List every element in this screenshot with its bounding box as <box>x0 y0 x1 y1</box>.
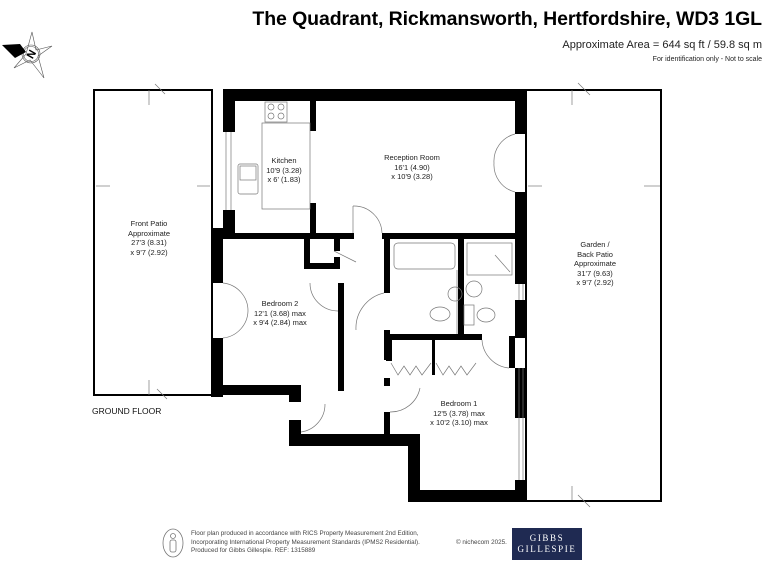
north-compass-icon: N <box>2 31 53 79</box>
room-dim-width: x 10'9 (3.28) <box>391 172 433 181</box>
room-dim-width: x 9'7 (2.92) <box>130 247 168 257</box>
brand-line-2: GILLESPIE <box>517 544 577 554</box>
measurement-person-icon <box>162 528 184 558</box>
room-note: Approximate <box>127 228 171 238</box>
room-label-bedroom-2: Bedroom 2 12'1 (3.68) max x 9'4 (2.84) m… <box>253 299 307 328</box>
room-dim-width: x 9'4 (2.84) max <box>253 318 307 327</box>
footer-line: Floor plan produced in accordance with R… <box>191 530 419 537</box>
room-dim-length: 27'3 (8.31) <box>131 238 167 247</box>
room-dim-length: 12'1 (3.68) max <box>254 308 306 318</box>
room-dim-length: 31'7 (9.63) <box>577 268 613 278</box>
room-label-reception: Reception Room 16'1 (4.90) x 10'9 (3.28) <box>384 153 440 182</box>
room-name: Garden / <box>580 240 610 249</box>
scale-disclaimer: For identification only - Not to scale <box>652 56 762 63</box>
gibbs-gillespie-logo: GIBBS GILLESPIE <box>512 528 582 560</box>
room-label-kitchen: Kitchen 10'9 (3.28) x 6' (1.83) <box>266 156 302 185</box>
room-name-2: Back Patio <box>577 249 613 259</box>
walls <box>211 89 527 502</box>
room-dim-width: x 9'7 (2.92) <box>576 278 614 287</box>
room-name: Bedroom 2 <box>261 299 299 308</box>
footer-legal-text: Floor plan produced in accordance with R… <box>191 530 420 556</box>
room-dim-width: x 10'2 (3.10) max <box>430 418 488 427</box>
room-name: Reception Room <box>384 153 440 162</box>
room-dim-length: 10'9 (3.28) <box>266 165 302 175</box>
copyright-text: © nichecom 2025. <box>456 539 507 546</box>
room-name: Front Patio <box>130 219 168 228</box>
room-note: Approximate <box>573 259 617 268</box>
room-dim-width: x 6' (1.83) <box>267 175 301 184</box>
footer-line: Incorporating International Property Mea… <box>191 538 420 546</box>
room-dim-length: 16'1 (4.90) <box>394 162 430 172</box>
room-label-garden: Garden / Back Patio Approximate 31'7 (9.… <box>574 240 616 288</box>
floor-level-label: GROUND FLOOR <box>92 406 162 416</box>
approximate-area: Approximate Area = 644 sq ft / 59.8 sq m <box>562 39 762 51</box>
room-name: Bedroom 1 <box>440 399 478 408</box>
room-dim-length: 12'5 (3.78) max <box>433 408 485 418</box>
footer-line: Produced for Gibbs Gillespie. REF: 13158… <box>191 547 316 555</box>
room-label-bedroom-1: Bedroom 1 12'5 (3.78) max x 10'2 (3.10) … <box>430 399 488 428</box>
room-label-front-patio: Front Patio Approximate 27'3 (8.31) x 9'… <box>128 219 170 257</box>
property-address-title: The Quadrant, Rickmansworth, Hertfordshi… <box>252 8 762 30</box>
room-name: Kitchen <box>271 156 297 165</box>
garden-outline <box>525 89 662 502</box>
brand-line-1: GIBBS <box>529 533 565 543</box>
